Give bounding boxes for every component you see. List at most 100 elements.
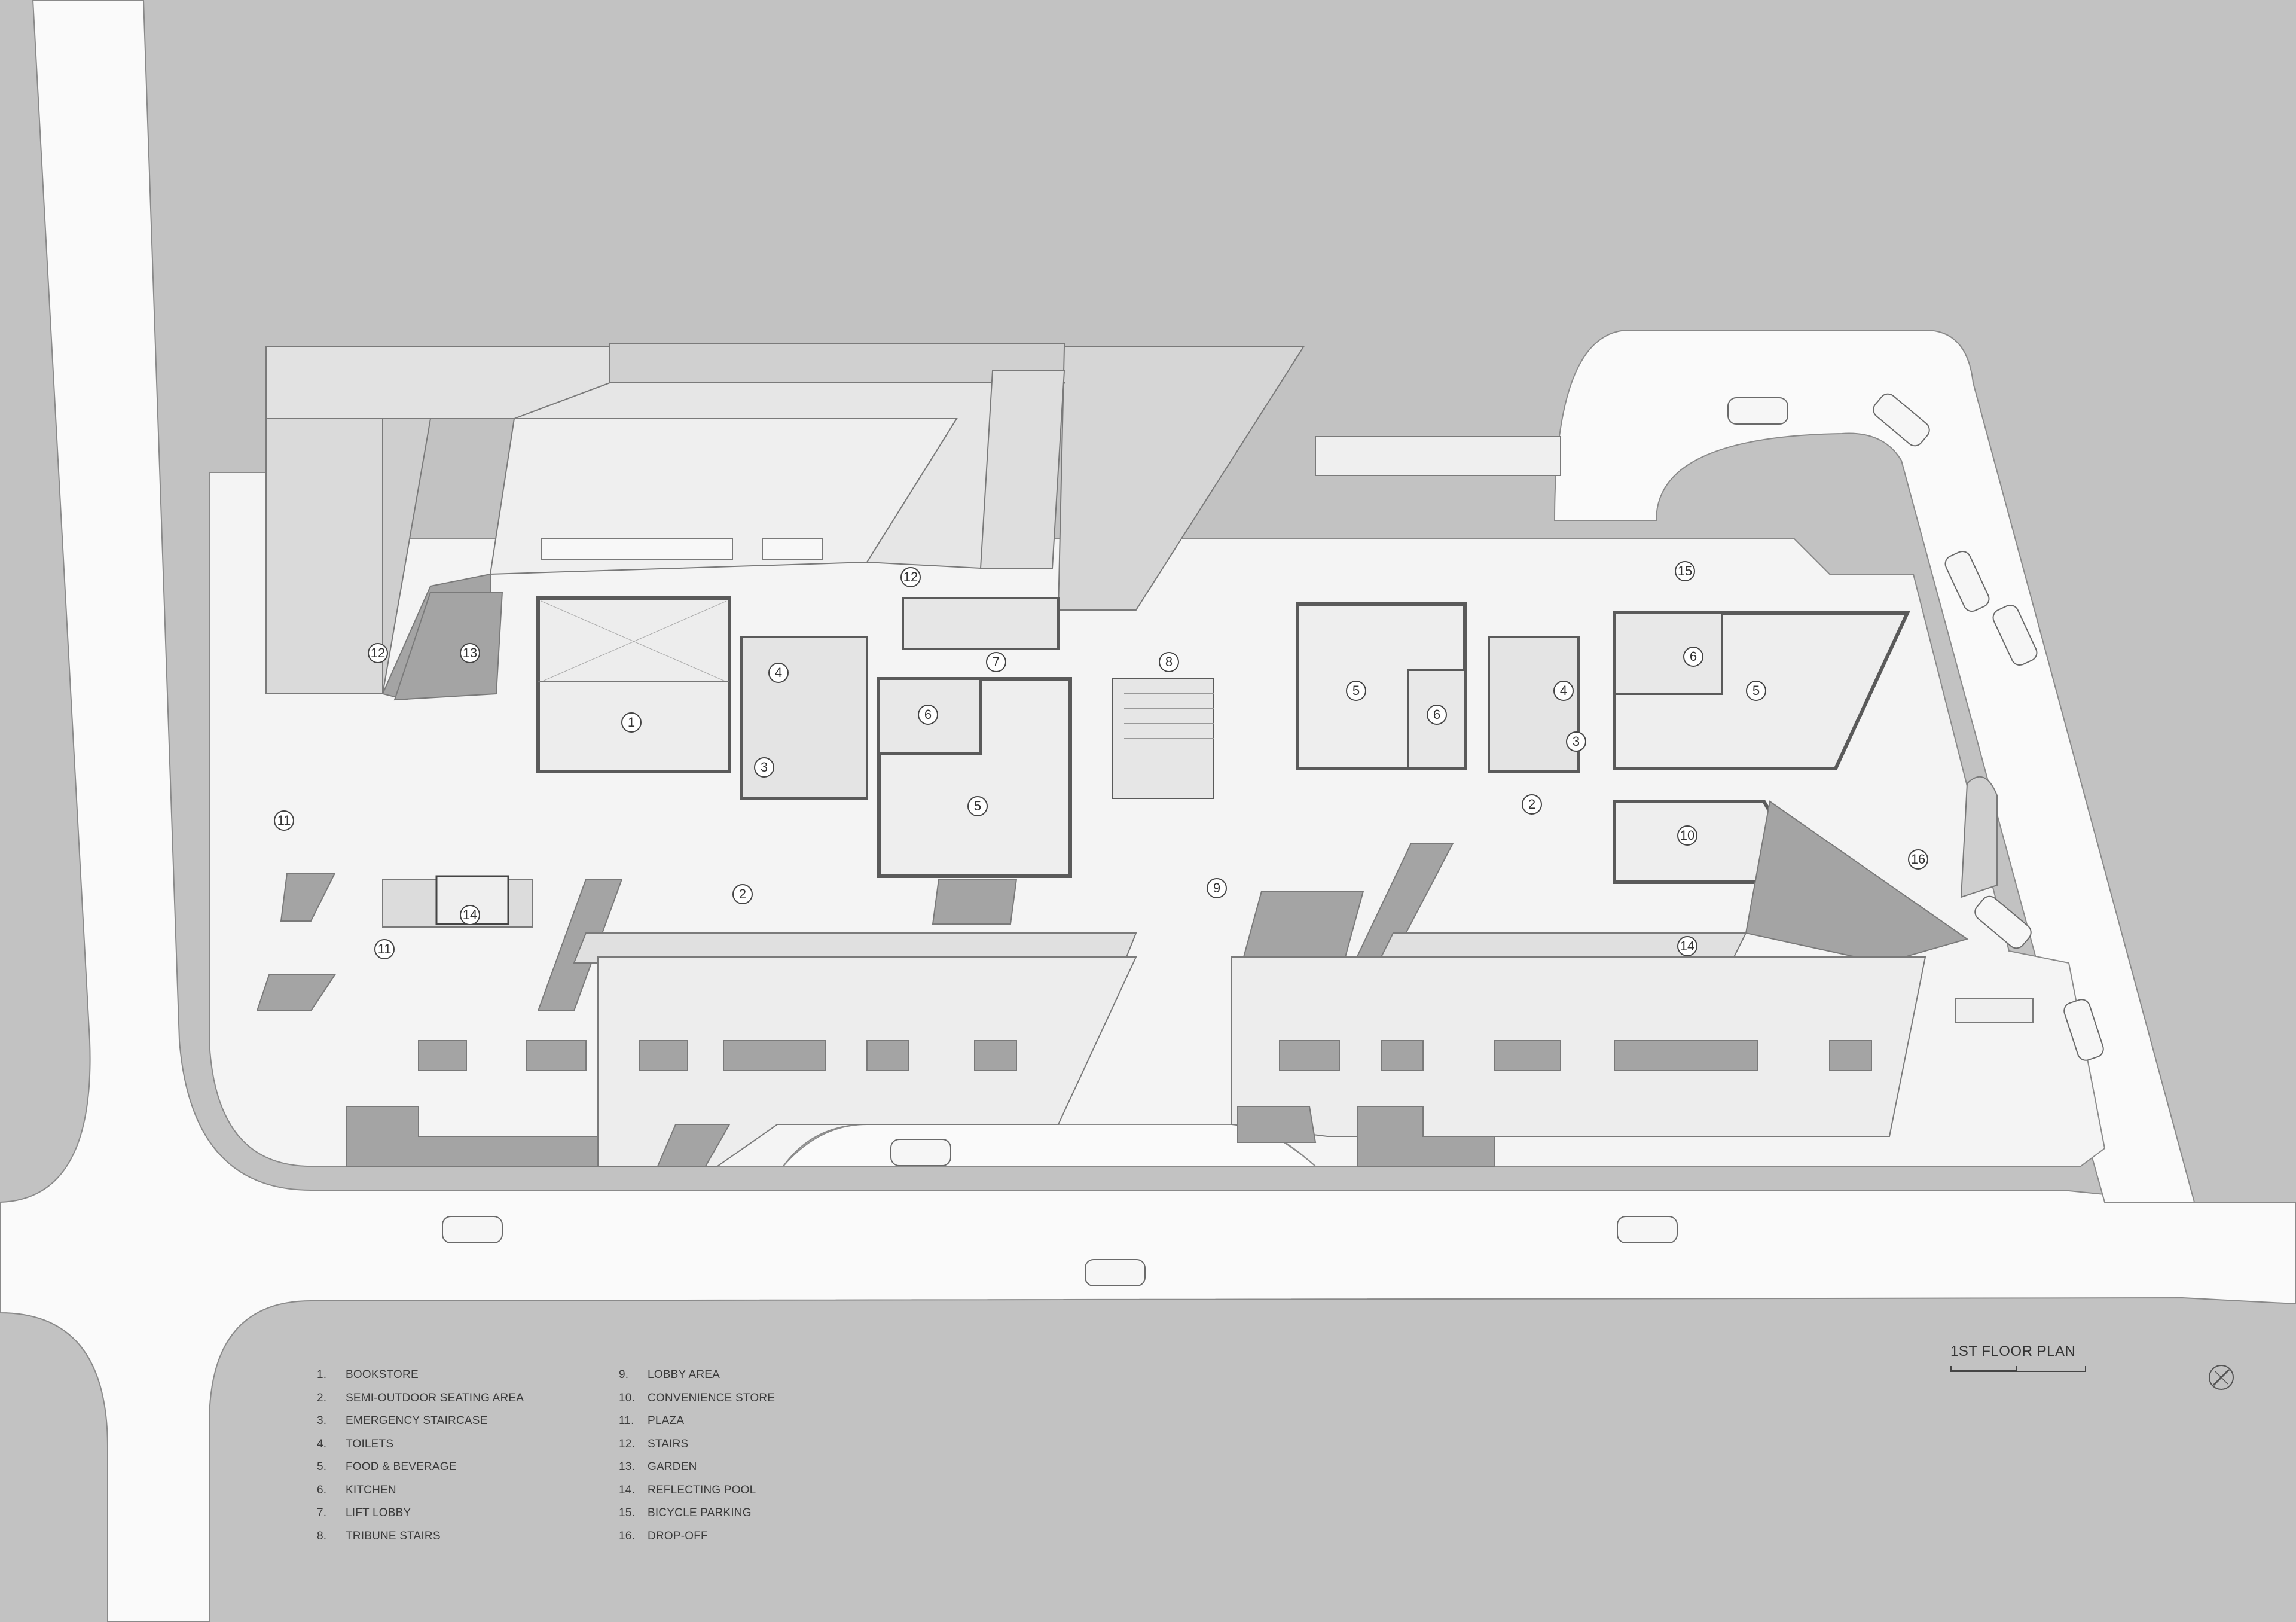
landscape (256, 436, 2034, 1023)
svg-text:1: 1 (628, 715, 635, 730)
cars (442, 393, 2104, 1286)
legend-item: 2.SEMI-OUTDOOR SEATING AREA (317, 1391, 524, 1404)
car-icon (442, 1216, 503, 1243)
svg-text:3: 3 (761, 760, 768, 775)
garden (393, 592, 503, 701)
room-tag: 5 (1746, 681, 1766, 701)
car-icon (1944, 550, 1990, 612)
legend-item: 13.GARDEN (619, 1461, 697, 1474)
legend-item: 1.BOOKSTORE (317, 1368, 419, 1382)
room-tag: 7 (986, 652, 1006, 672)
svg-text:15: 15 (1678, 563, 1692, 578)
room-tag: 11 (374, 939, 395, 959)
legend: 1.BOOKSTORE 2.SEMI-OUTDOOR SEATING AREA … (317, 1364, 855, 1555)
car-icon (1974, 895, 2032, 949)
svg-text:10: 10 (1680, 828, 1694, 843)
south-service (346, 956, 1926, 1167)
svg-text:6: 6 (1433, 707, 1440, 722)
room-tag: 4 (1553, 681, 1574, 701)
room-tag: 13 (460, 643, 480, 663)
room-tag: 14 (1677, 936, 1697, 956)
svg-text:13: 13 (463, 645, 477, 660)
room-tag: 2 (1522, 794, 1542, 815)
legend-item: 5.FOOD & BEVERAGE (317, 1461, 457, 1474)
plan-title: 1ST FLOOR PLAN (1950, 1343, 2076, 1359)
svg-text:14: 14 (463, 907, 477, 922)
car-icon (1992, 604, 2038, 666)
svg-text:9: 9 (1213, 880, 1220, 895)
room-tag: 6 (1683, 647, 1703, 667)
legend-item: 16.DROP-OFF (619, 1529, 708, 1542)
room-tags: 1 2 2 3 3 4 4 5 5 5 6 6 6 7 8 9 10 11 11… (274, 561, 1928, 959)
room-tag: 5 (967, 796, 988, 816)
legend-item: 8.TRIBUNE STAIRS (317, 1529, 441, 1542)
svg-text:11: 11 (277, 813, 291, 828)
lift-lobby (902, 597, 1060, 650)
legend-item: 9.LOBBY AREA (619, 1368, 720, 1382)
legend-item: 7.LIFT LOBBY (317, 1507, 411, 1520)
car-icon (2063, 999, 2104, 1061)
legend-item: 4.TOILETS (317, 1437, 394, 1450)
svg-text:14: 14 (1680, 938, 1694, 953)
legend-column-left: 1.BOOKSTORE 2.SEMI-OUTDOOR SEATING AREA … (317, 1364, 524, 1548)
legend-item: 3.EMERGENCY STAIRCASE (317, 1414, 488, 1428)
svg-text:7: 7 (993, 654, 1000, 669)
bicycle-parking (1315, 436, 1561, 476)
svg-text:2: 2 (739, 886, 746, 901)
legend-column-right: 9.LOBBY AREA 10.CONVENIENCE STORE 11.PLA… (619, 1364, 775, 1548)
svg-text:4: 4 (1560, 683, 1567, 698)
car-icon (890, 1139, 951, 1166)
legend-item: 6.KITCHEN (317, 1483, 396, 1496)
room-tag: 3 (1566, 731, 1586, 752)
car-icon (1085, 1259, 1146, 1286)
car-icon (1617, 1216, 1678, 1243)
room-tag: 3 (754, 757, 774, 778)
svg-text:6: 6 (924, 707, 932, 722)
svg-text:12: 12 (371, 645, 385, 660)
room-tag: 12 (900, 567, 921, 587)
bookstore (536, 596, 731, 773)
svg-text:12: 12 (903, 569, 918, 584)
scale-bar-icon (1950, 1366, 2086, 1372)
room-tag: 4 (768, 663, 789, 683)
room-tag: 1 (621, 712, 642, 733)
room-tag: 9 (1207, 878, 1227, 898)
car-icon (1873, 393, 1930, 447)
legend-item: 15.BICYCLE PARKING (619, 1507, 752, 1520)
room-tag: 5 (1346, 681, 1366, 701)
room-tag: 6 (1427, 705, 1447, 725)
room-tag: 11 (274, 810, 294, 831)
toilet-core-east (1488, 636, 1580, 773)
lay-by (781, 1124, 1317, 1167)
svg-text:5: 5 (974, 798, 981, 813)
room-tag: 2 (732, 884, 753, 904)
room-tag: 15 (1675, 561, 1695, 581)
room-tag: 16 (1908, 849, 1928, 870)
room-tag: 8 (1159, 652, 1179, 672)
svg-text:8: 8 (1165, 654, 1173, 669)
legend-item: 14.REFLECTING POOL (619, 1483, 756, 1496)
svg-text:4: 4 (775, 665, 782, 680)
drop-off-road (1553, 330, 2196, 1203)
svg-text:3: 3 (1573, 734, 1580, 749)
title-block: 1ST FLOOR PLAN (1950, 1343, 2106, 1376)
room-tag: 10 (1677, 825, 1697, 846)
room-tag: 6 (918, 705, 938, 725)
svg-text:2: 2 (1528, 797, 1535, 812)
svg-text:5: 5 (1752, 683, 1760, 698)
legend-item: 11.PLAZA (619, 1414, 685, 1428)
svg-text:5: 5 (1352, 683, 1360, 698)
svg-text:6: 6 (1690, 649, 1697, 664)
legend-item: 12.STAIRS (619, 1437, 689, 1450)
room-tag: 14 (460, 905, 480, 925)
svg-text:11: 11 (378, 941, 392, 956)
north-arrow-icon (2209, 1365, 2234, 1390)
room-tag: 12 (368, 643, 388, 663)
car-icon (1727, 397, 1788, 425)
svg-text:16: 16 (1911, 852, 1925, 867)
legend-item: 10.CONVENIENCE STORE (619, 1391, 775, 1404)
